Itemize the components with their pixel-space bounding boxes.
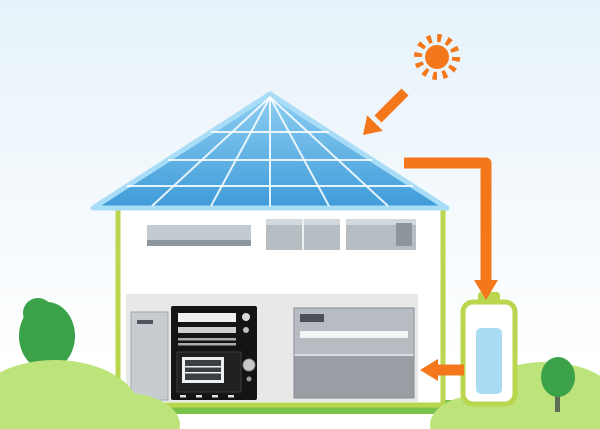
kitchen-appliances	[130, 306, 415, 401]
appliance-foot	[180, 395, 186, 398]
kitchen-cabinet	[130, 311, 169, 401]
solar-grid-line	[269, 96, 389, 207]
tree-foliage	[541, 357, 575, 397]
microwave-knob-icon	[242, 358, 256, 372]
appliance-knob-icon	[243, 327, 249, 333]
house	[115, 203, 446, 408]
microwave-button-icon	[246, 376, 252, 382]
solar-grid-line	[269, 96, 330, 207]
arrow-head	[363, 115, 383, 135]
appliance-display	[178, 327, 236, 333]
microwave-grid	[185, 366, 221, 368]
appliance-slit	[178, 343, 236, 346]
appliance-foot	[228, 395, 234, 398]
arrow-sun-to-roof-icon	[363, 88, 409, 135]
dishwasher-divider	[294, 354, 414, 356]
tree-right	[541, 357, 575, 412]
appliance-display	[178, 313, 236, 322]
arrow-shaft	[374, 88, 409, 123]
dishwasher-handle	[300, 331, 408, 338]
microwave-grid	[185, 372, 221, 374]
storage-battery-icon	[460, 292, 518, 407]
solar-grid	[127, 96, 413, 207]
sun-icon	[414, 34, 460, 80]
arrow-roof-to-battery-icon	[404, 157, 498, 300]
arrow-head	[420, 359, 438, 381]
bush-left-small	[70, 393, 180, 429]
appliance-slit	[178, 338, 236, 341]
appliance-knob-icon	[242, 313, 250, 321]
solar-grid-line	[210, 96, 271, 207]
microwave-window	[185, 360, 221, 380]
range-hood-lip	[147, 240, 251, 246]
arrow-shaft	[404, 157, 492, 281]
sun-rays-icon	[414, 34, 460, 80]
arrow-battery-to-house-icon	[420, 359, 464, 381]
dishwasher-control	[300, 314, 324, 322]
appliance-foot	[196, 395, 202, 398]
solar-roof	[90, 91, 450, 211]
upstairs-windows	[147, 219, 416, 250]
window-vent	[396, 223, 412, 246]
tree-foliage	[23, 298, 53, 328]
sun-core-icon	[425, 45, 449, 69]
window-glint	[346, 219, 416, 225]
cabinet-vent	[137, 320, 153, 324]
battery-charge-level	[476, 328, 502, 394]
range-hood	[147, 225, 251, 240]
dishwasher-bottom	[294, 356, 414, 398]
dishwasher-outline	[293, 307, 415, 399]
dishwasher	[293, 307, 415, 399]
tree-trunk	[555, 388, 560, 412]
appliance-foot	[212, 395, 218, 398]
solar-grid-line	[151, 96, 271, 207]
oven-microwave-stack	[171, 306, 257, 400]
window-divider	[302, 219, 304, 250]
arrow-head	[474, 280, 498, 300]
